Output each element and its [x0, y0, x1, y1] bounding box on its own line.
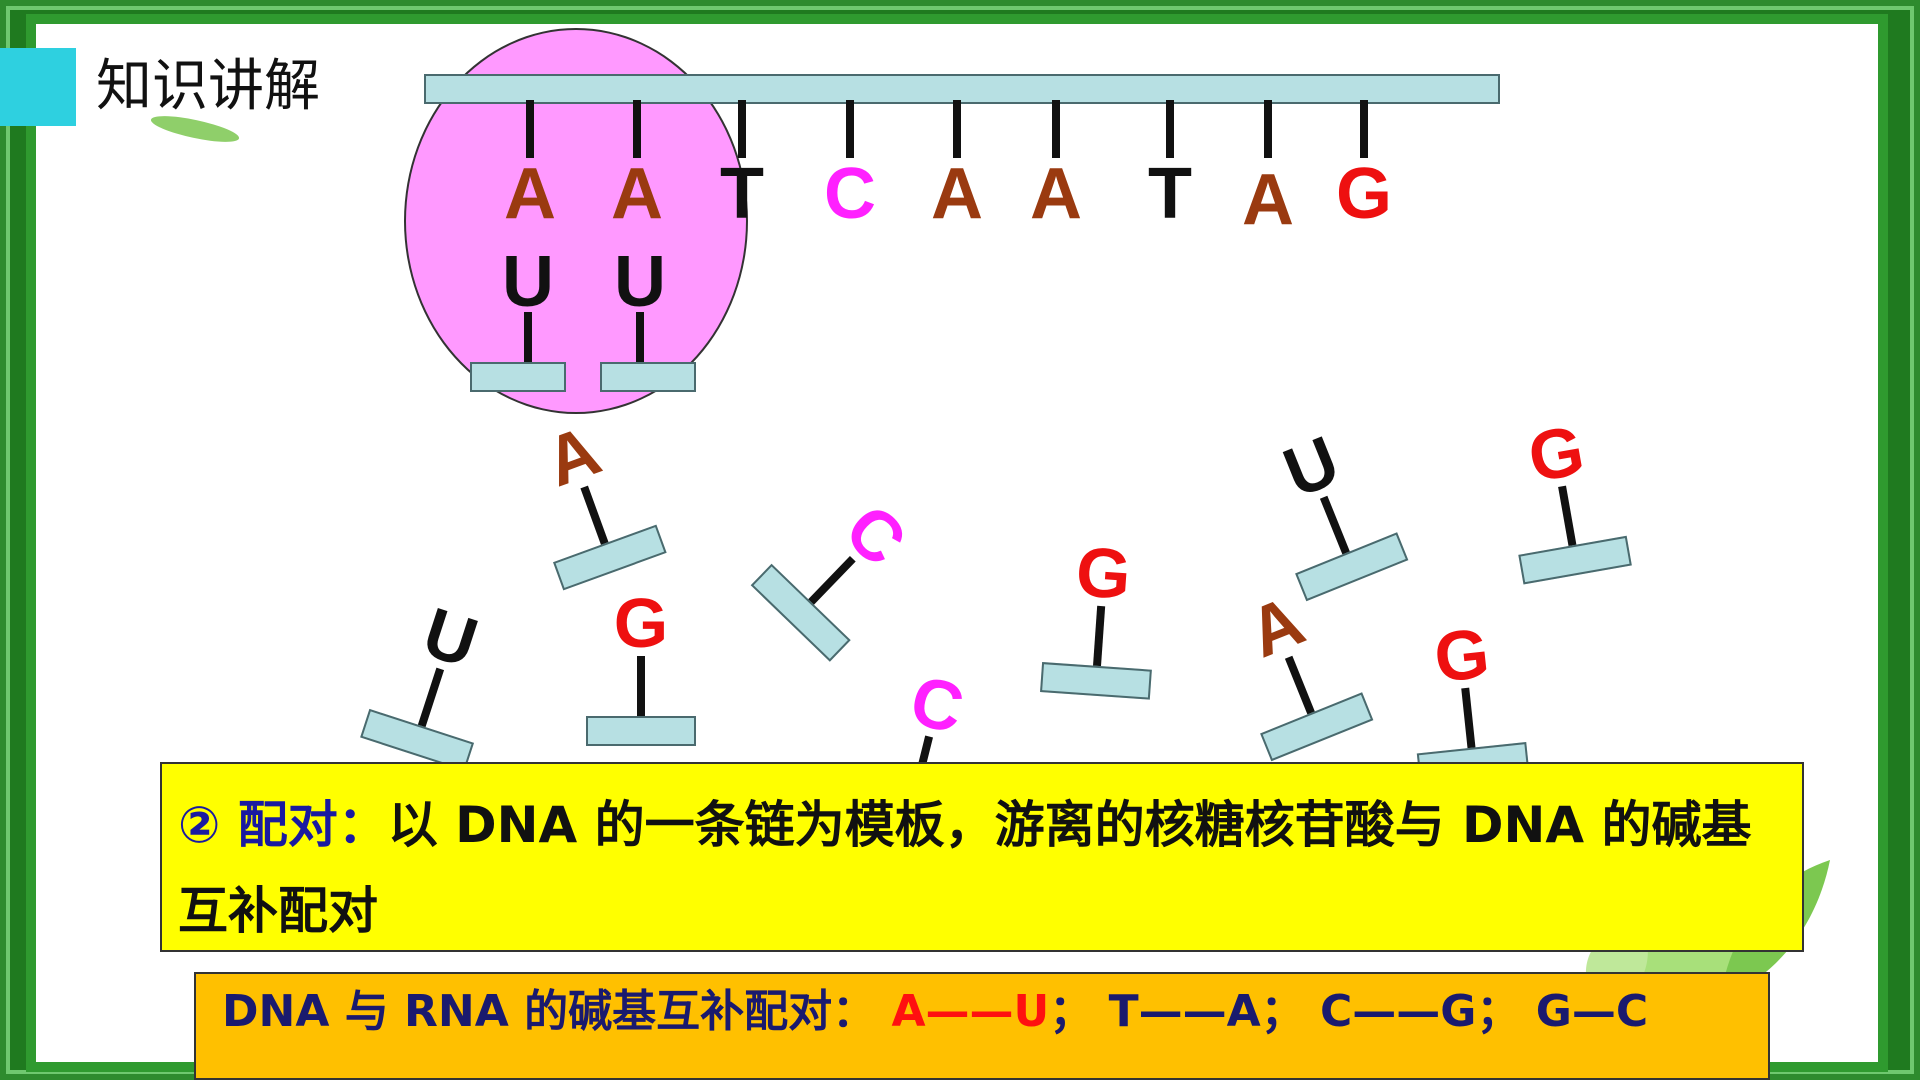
free-nucleotide-stem [806, 555, 856, 607]
note-body: 以 DNA 的一条链为模板，游离的核糖核苷酸与 DNA 的碱基互补配对 [178, 796, 1752, 940]
free-nucleotide-letter: G [1073, 532, 1134, 614]
slide-title: 知识讲解 [96, 54, 320, 119]
pairing-note-box: ② 配对：以 DNA 的一条链为模板，游离的核糖核苷酸与 DNA 的碱基互补配对 [160, 762, 1804, 952]
free-nucleotide: G [586, 588, 696, 758]
free-nucleotide-stem [1319, 495, 1351, 557]
rule-separator: ； [1260, 986, 1305, 1037]
rule-pair-cg: C——G [1319, 986, 1477, 1037]
template-base-letter: A [931, 154, 983, 234]
free-nucleotide-letter: G [1430, 613, 1493, 697]
paired-nucleotide-bar [470, 362, 566, 392]
free-nucleotide-stem [1558, 485, 1577, 549]
rule-prefix: DNA 与 RNA 的碱基互补配对： [222, 986, 877, 1037]
rule-separator: ； [1476, 986, 1521, 1037]
template-base-stem [953, 100, 961, 158]
rule-separator: ； [1049, 986, 1094, 1037]
free-nucleotide-stem [1461, 687, 1476, 751]
rule-pair-au: A——U [891, 986, 1050, 1037]
template-base-stem [526, 100, 534, 158]
template-base-stem [738, 100, 746, 158]
title-accent-bar [0, 48, 76, 126]
free-nucleotide-stem [1284, 655, 1316, 717]
paired-base-letter: U [614, 242, 666, 322]
paired-nucleotide-bar [600, 362, 696, 392]
free-nucleotide-stem [637, 656, 645, 718]
free-nucleotide-bar [1040, 662, 1152, 700]
free-nucleotide-letter: G [613, 584, 669, 662]
paired-base-stem [636, 312, 644, 362]
template-base-letter: C [824, 154, 876, 234]
note-heading: ② 配对： [178, 796, 388, 854]
template-base-stem [1052, 100, 1060, 158]
template-base-stem [846, 100, 854, 158]
template-base-letter: T [720, 154, 764, 234]
free-nucleotide-letter: C [903, 660, 972, 749]
paired-base-letter: U [502, 242, 554, 322]
rule-pair-gc: G—C [1535, 986, 1649, 1037]
template-base-letter: A [611, 154, 663, 234]
template-base-letter: G [1335, 154, 1392, 234]
paired-base-stem [524, 312, 532, 362]
free-nucleotide-bar [586, 716, 696, 746]
template-base-letter: T [1148, 154, 1192, 234]
rule-pair-ta: T——A [1108, 986, 1261, 1037]
template-base-stem [633, 100, 641, 158]
dna-template-strand [424, 74, 1500, 104]
template-base-stem [1264, 100, 1272, 158]
free-nucleotide-letter: G [1522, 410, 1590, 497]
pairing-rule-box: DNA 与 RNA 的碱基互补配对： A——U； T——A； C——G； G—C [194, 972, 1770, 1080]
template-base-letter: A [504, 154, 556, 234]
template-base-stem [1360, 100, 1368, 158]
template-base-letter: A [1242, 160, 1294, 240]
free-nucleotide-stem [580, 485, 610, 547]
template-base-letter: A [1030, 154, 1082, 234]
free-nucleotide: G [1039, 532, 1161, 711]
free-nucleotide-stem [417, 667, 445, 730]
template-base-stem [1166, 100, 1174, 158]
free-nucleotide-stem [1092, 605, 1106, 669]
